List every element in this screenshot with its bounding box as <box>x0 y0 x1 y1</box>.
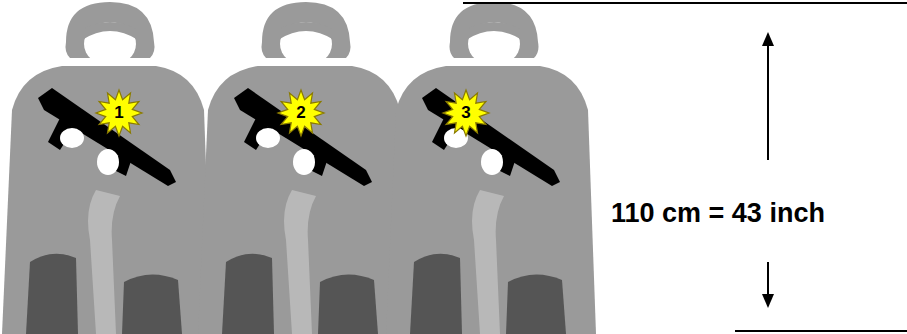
dimension-arrow <box>767 262 769 298</box>
starburst-outline <box>96 90 142 136</box>
callout-starburst: 1 <box>96 90 142 136</box>
dimension-arrow <box>767 42 769 160</box>
soldier-silhouette <box>2 2 212 334</box>
callout-number: 3 <box>443 90 489 136</box>
arrow-head <box>762 294 774 308</box>
dimension-line <box>735 330 907 332</box>
starburst-outline <box>278 90 324 136</box>
soldier-silhouette <box>386 2 596 334</box>
callout-number: 2 <box>278 90 324 136</box>
arrow-head <box>762 32 774 46</box>
soldier-silhouette <box>198 2 408 334</box>
dimension-line <box>463 2 907 4</box>
dimension-label: 110 cm = 43 inch <box>611 198 825 229</box>
callout-starburst: 3 <box>443 90 489 136</box>
starburst-outline <box>443 90 489 136</box>
callout-starburst: 2 <box>278 90 324 136</box>
callout-number: 1 <box>96 90 142 136</box>
